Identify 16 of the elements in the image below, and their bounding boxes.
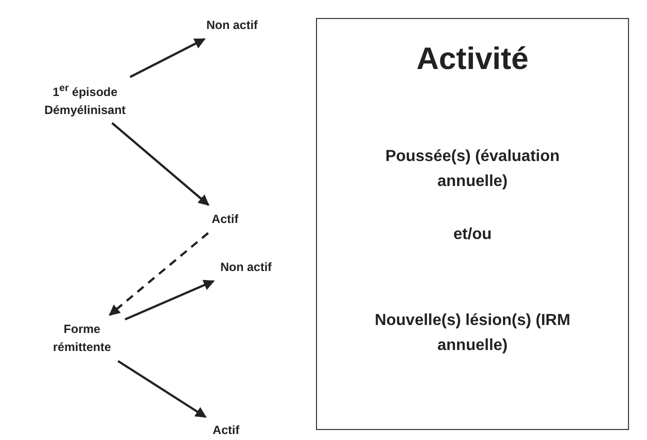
node-label: Non actif [192,14,272,36]
arrow [111,122,210,206]
activity-panel [316,18,629,430]
panel-text: et/ou [452,224,493,245]
node-label: Actif [205,420,247,440]
panel-text: Poussée(s) (évaluation annuelle) [384,147,561,192]
node-label: Actif [205,208,245,230]
node-label: Forme rémittente [42,318,122,358]
arrow [117,360,207,418]
panel-heading: Activité [416,41,528,77]
node-label: 1$^{er}$ épisode Démyélinisant [22,80,148,120]
node-label: Non actif [205,256,287,278]
arrow [130,38,206,78]
arrow [124,280,215,320]
dashed-arrow [108,232,209,316]
panel-text: Nouvelle(s) lésion(s) (IRM annuelle) [374,311,572,356]
